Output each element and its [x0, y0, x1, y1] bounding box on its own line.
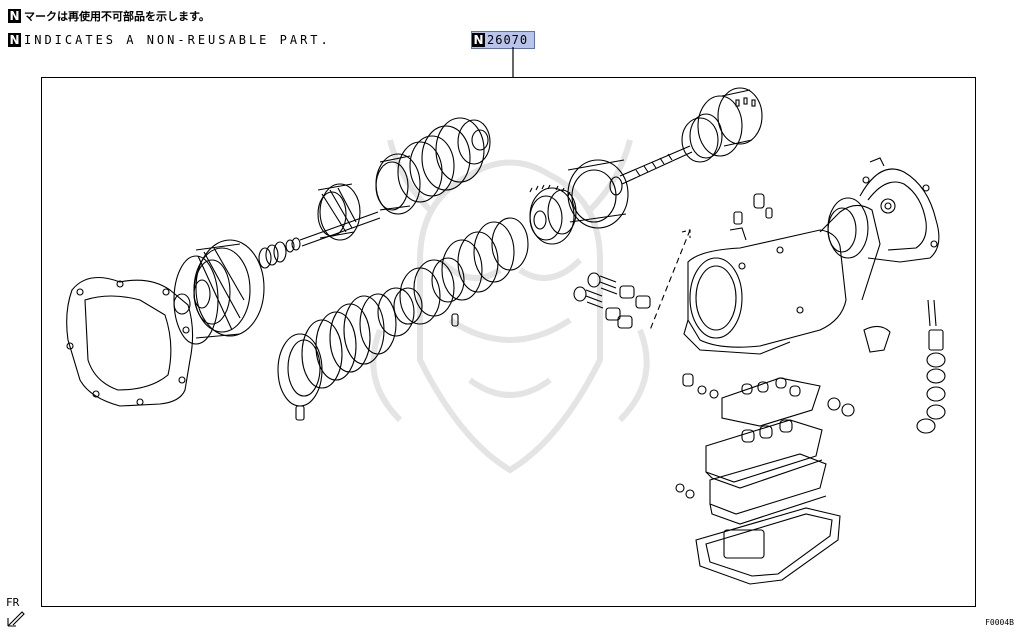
watermark-emblem-icon [370, 139, 650, 474]
part-callout-26070[interactable]: N 26070 [471, 31, 536, 49]
output-shaft [619, 145, 693, 185]
planetary-gear-set [529, 184, 577, 245]
pump-seal-rings [258, 237, 301, 269]
diagram-frame [41, 77, 976, 607]
small-parts-right [863, 299, 946, 434]
loose-small-parts [295, 193, 773, 499]
non-reusable-badge-icon: N [472, 33, 485, 47]
part-number-label: 26070 [487, 33, 529, 47]
figure-code: F0004B [985, 618, 1014, 627]
legend-line-jp: N マークは再使用不可部品を示します。 [8, 8, 210, 24]
input-shaft-drum [299, 183, 381, 247]
oil-pump-assembly [173, 239, 265, 345]
valve-body-upper [721, 377, 855, 427]
low-reverse-drum [681, 87, 763, 163]
rear-clutch-rings [277, 217, 529, 407]
non-reusable-badge-icon: N [8, 9, 21, 23]
accumulator-springs [573, 272, 651, 329]
converter-housing [66, 276, 194, 407]
valve-body-middle [705, 419, 823, 489]
transmission-case [649, 204, 881, 355]
legend-text-en: INDICATES A NON-REUSABLE PART. [24, 33, 331, 47]
non-reusable-badge-icon: N [8, 33, 21, 47]
front-direction-arrow-icon [7, 611, 25, 627]
front-direction-label: FR [6, 596, 20, 609]
valve-body-lower [709, 453, 827, 525]
legend-line-en: N INDICATES A NON-REUSABLE PART. [8, 32, 331, 48]
front-clutch-drum [375, 117, 491, 215]
extension-housing [827, 157, 940, 263]
oil-pan [695, 507, 841, 585]
rear-drum [567, 159, 629, 229]
legend-text-jp: マークは再使用不可部品を示します。 [24, 10, 210, 23]
